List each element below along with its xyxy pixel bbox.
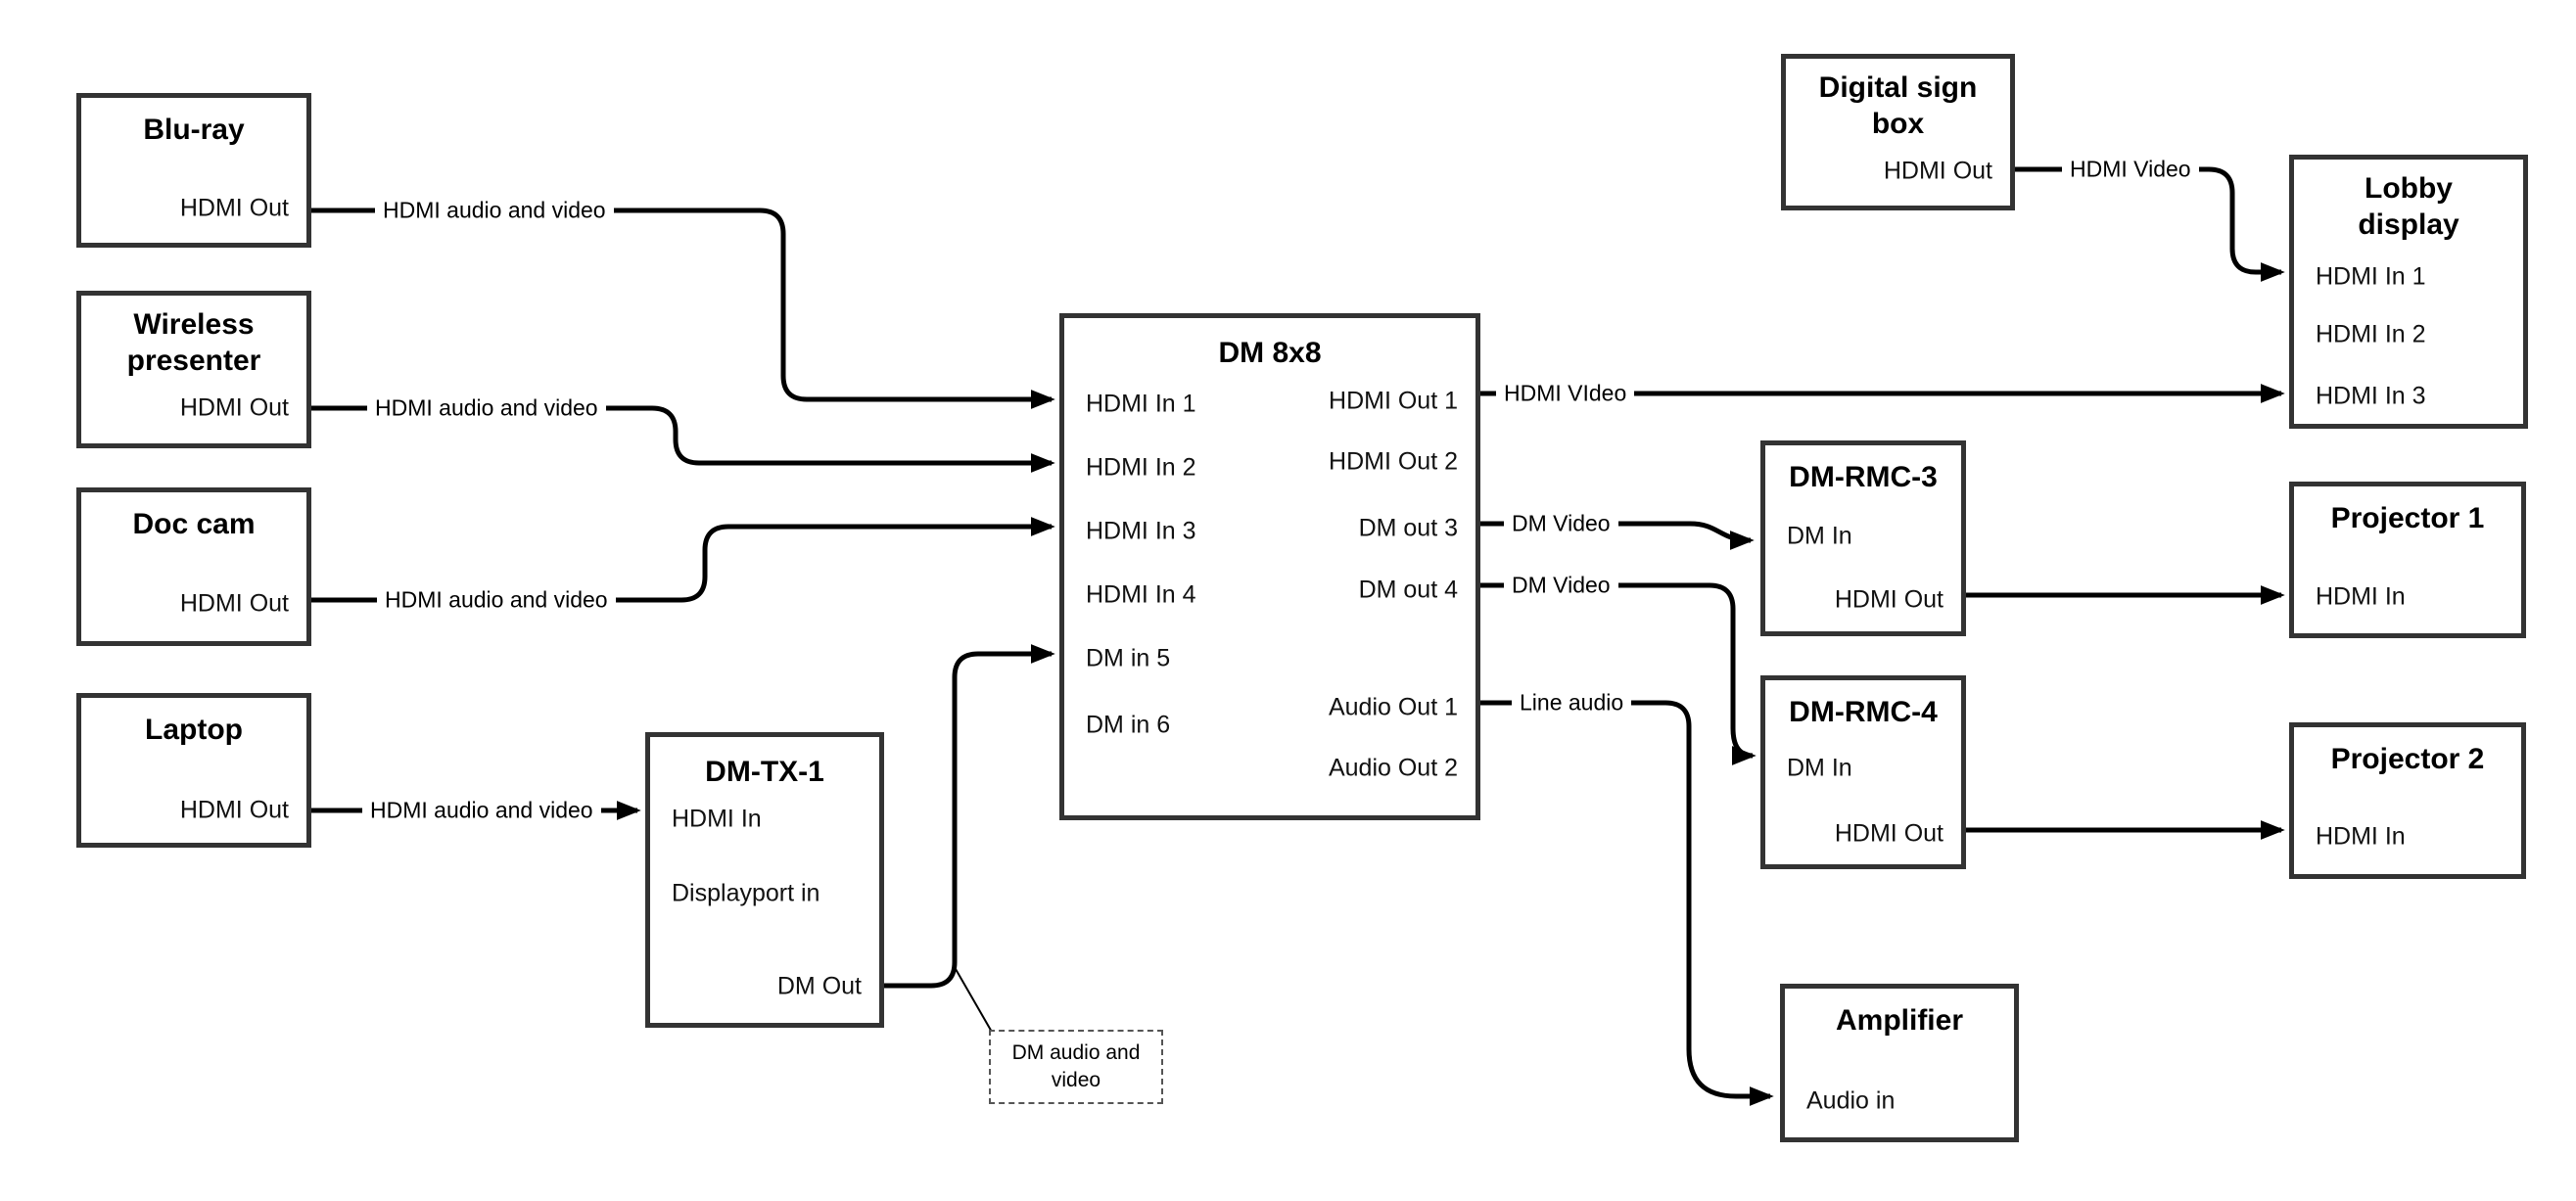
node-title: Projector 2: [2330, 743, 2485, 775]
link-label-hdmi-av-doccam: HDMI audio and video: [377, 586, 616, 614]
port-hdmi-in-4: HDMI In 4: [1086, 580, 1196, 609]
link-label-hdmi-video-out1: HDMI VIdeo: [1496, 380, 1635, 407]
port-hdmi-in-3: HDMI In 3: [1086, 517, 1196, 545]
node-projector-2: Projector 2 HDMI In: [2289, 722, 2526, 879]
link-label-dm-video-out3: DM Video: [1504, 510, 1618, 537]
wire-dmtx1-to-dm8x8-in5: [884, 644, 1055, 989]
port-hdmi-in-2: HDMI In 2: [2316, 320, 2426, 348]
wire-dm8x8-out4-to-dmrmc4: [1480, 582, 1756, 765]
node-title: Digital sign box: [1818, 71, 1978, 140]
port-audio-in: Audio in: [1806, 1086, 1896, 1115]
node-doc-cam: Doc cam HDMI Out: [76, 487, 311, 646]
node-laptop: Laptop HDMI Out: [76, 693, 311, 848]
port-audio-out-1: Audio Out 1: [1328, 693, 1458, 721]
port-hdmi-in: HDMI In: [672, 805, 762, 833]
link-label-hdmi-av-bluray: HDMI audio and video: [375, 197, 614, 224]
port-dm-in-6: DM in 6: [1086, 711, 1171, 739]
port-hdmi-out: HDMI Out: [179, 194, 289, 222]
port-hdmi-in: HDMI In: [2316, 582, 2406, 611]
node-digital-sign-box: Digital sign box HDMI Out: [1781, 54, 2015, 210]
port-hdmi-out: HDMI Out: [1834, 585, 1944, 614]
link-label-dm-video-out4: DM Video: [1504, 572, 1618, 599]
port-dm-in: DM In: [1787, 754, 1852, 782]
port-dm-in: DM In: [1787, 522, 1852, 550]
link-label-hdmi-av-laptop: HDMI audio and video: [362, 797, 601, 824]
port-hdmi-out: HDMI Out: [1834, 819, 1944, 848]
port-dm-out-3: DM out 3: [1358, 514, 1458, 542]
port-hdmi-out: HDMI Out: [1883, 157, 1992, 185]
port-hdmi-in-1: HDMI In 1: [2316, 262, 2426, 291]
port-hdmi-in-1: HDMI In 1: [1086, 390, 1196, 418]
port-hdmi-out-2: HDMI Out 2: [1329, 447, 1458, 476]
wire-signbox-to-lobby-in1: [2015, 166, 2285, 282]
link-label-hdmi-video-sign: HDMI Video: [2062, 156, 2199, 183]
port-audio-out-2: Audio Out 2: [1328, 754, 1458, 782]
node-projector-1: Projector 1 HDMI In: [2289, 482, 2526, 638]
port-hdmi-out-1: HDMI Out 1: [1329, 387, 1458, 415]
port-hdmi-in: HDMI In: [2316, 822, 2406, 851]
port-hdmi-in-3: HDMI In 3: [2316, 382, 2426, 410]
node-title: DM-RMC-3: [1789, 461, 1938, 493]
port-dm-out: DM Out: [776, 972, 862, 1000]
node-title: Projector 1: [2330, 502, 2485, 534]
link-label-hdmi-av-wireless: HDMI audio and video: [367, 394, 606, 422]
node-title: DM-RMC-4: [1789, 696, 1938, 728]
node-amplifier: Amplifier Audio in: [1780, 984, 2019, 1142]
node-dm-rmc-3: DM-RMC-3 DM In HDMI Out: [1760, 440, 1966, 636]
node-title: Wireless presenter: [126, 308, 261, 377]
node-title: Amplifier: [1835, 1004, 1964, 1037]
node-title: Lobby display: [2358, 172, 2459, 241]
callout-pointer-line: [955, 968, 994, 1035]
link-label-line-audio: Line audio: [1512, 689, 1632, 716]
node-title: Blu-ray: [143, 114, 245, 146]
wire-dm8x8-audio1-to-amp: [1480, 700, 1774, 1106]
node-title: DM-TX-1: [705, 756, 824, 788]
node-dm-tx-1: DM-TX-1 HDMI In Displayport in DM Out: [645, 732, 884, 1028]
port-dm-out-4: DM out 4: [1358, 576, 1458, 604]
node-title: DM 8x8: [1218, 337, 1322, 369]
port-displayport-in: Displayport in: [672, 879, 820, 907]
node-dm-8x8: DM 8x8 HDMI In 1 HDMI In 2 HDMI In 3 HDM…: [1059, 313, 1480, 820]
node-title: Doc cam: [132, 508, 256, 540]
port-hdmi-out: HDMI Out: [179, 589, 289, 618]
node-blu-ray: Blu-ray HDMI Out: [76, 93, 311, 248]
port-hdmi-out: HDMI Out: [179, 796, 289, 824]
wire-bluray-to-dm8x8-in1: [311, 208, 1055, 409]
port-dm-in-5: DM in 5: [1086, 644, 1171, 672]
node-dm-rmc-4: DM-RMC-4 DM In HDMI Out: [1760, 675, 1966, 869]
node-lobby-display: Lobby display HDMI In 1 HDMI In 2 HDMI I…: [2289, 155, 2528, 429]
port-hdmi-out: HDMI Out: [179, 393, 289, 422]
port-hdmi-in-2: HDMI In 2: [1086, 453, 1196, 482]
node-title: Laptop: [145, 714, 243, 746]
callout-dm-audio-video: DM audio and video: [989, 1030, 1163, 1104]
node-wireless-presenter: Wireless presenter HDMI Out: [76, 291, 311, 448]
